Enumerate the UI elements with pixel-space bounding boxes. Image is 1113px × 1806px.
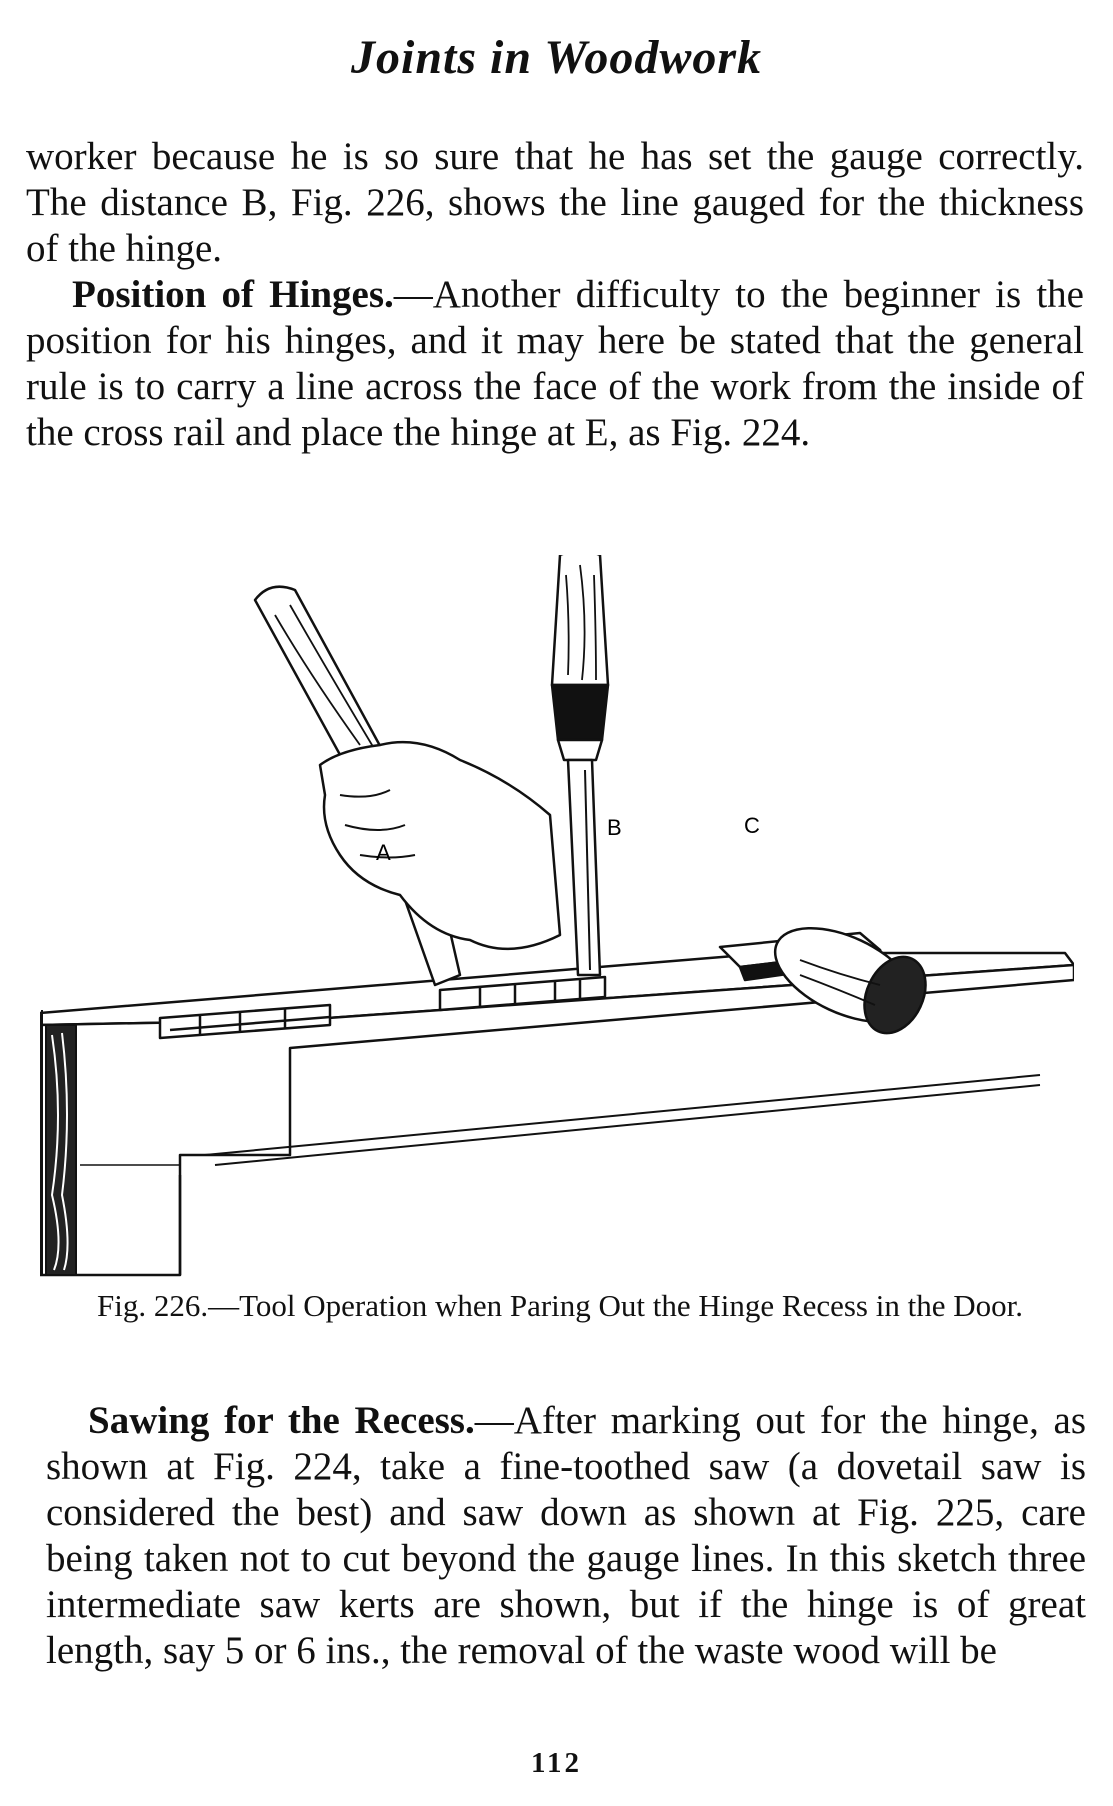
text-position-of-hinges: —Another difficulty to the beginner is t… xyxy=(26,273,1084,454)
hinge-recess-center xyxy=(438,975,607,1012)
label-b: B xyxy=(607,815,622,840)
rail-front-face xyxy=(38,963,1076,1277)
running-head: Joints in Woodwork xyxy=(350,31,763,84)
label-a: A xyxy=(376,840,391,865)
label-c: C xyxy=(744,813,760,838)
heading-sawing-for-recess: Sawing for the Recess. xyxy=(88,1399,475,1442)
figure-caption: Fig. 226.—Tool Operation when Paring Out… xyxy=(97,1288,1023,1323)
upright-chisel xyxy=(550,549,610,977)
hand xyxy=(318,740,562,951)
paragraph-position-of-hinges: Position of Hinges.—Another difficulty t… xyxy=(26,272,1084,456)
heading-position-of-hinges: Position of Hinges. xyxy=(72,273,394,316)
text-sawing-for-recess: —After marking out for the hinge, as sho… xyxy=(46,1399,1086,1672)
page-number: 112 xyxy=(531,1747,582,1779)
end-grain-hatching xyxy=(41,1010,77,1276)
hinge-recess-left xyxy=(158,1003,332,1040)
marking-gauge xyxy=(718,926,927,1035)
figure-226: A B C xyxy=(38,549,1076,1280)
figure-illustration: A B C xyxy=(38,549,1076,1277)
paragraph-continuation: worker because he is so sure that he has… xyxy=(26,135,1084,270)
paragraph-sawing-for-recess: Sawing for the Recess.—After marking out… xyxy=(46,1398,1086,1674)
